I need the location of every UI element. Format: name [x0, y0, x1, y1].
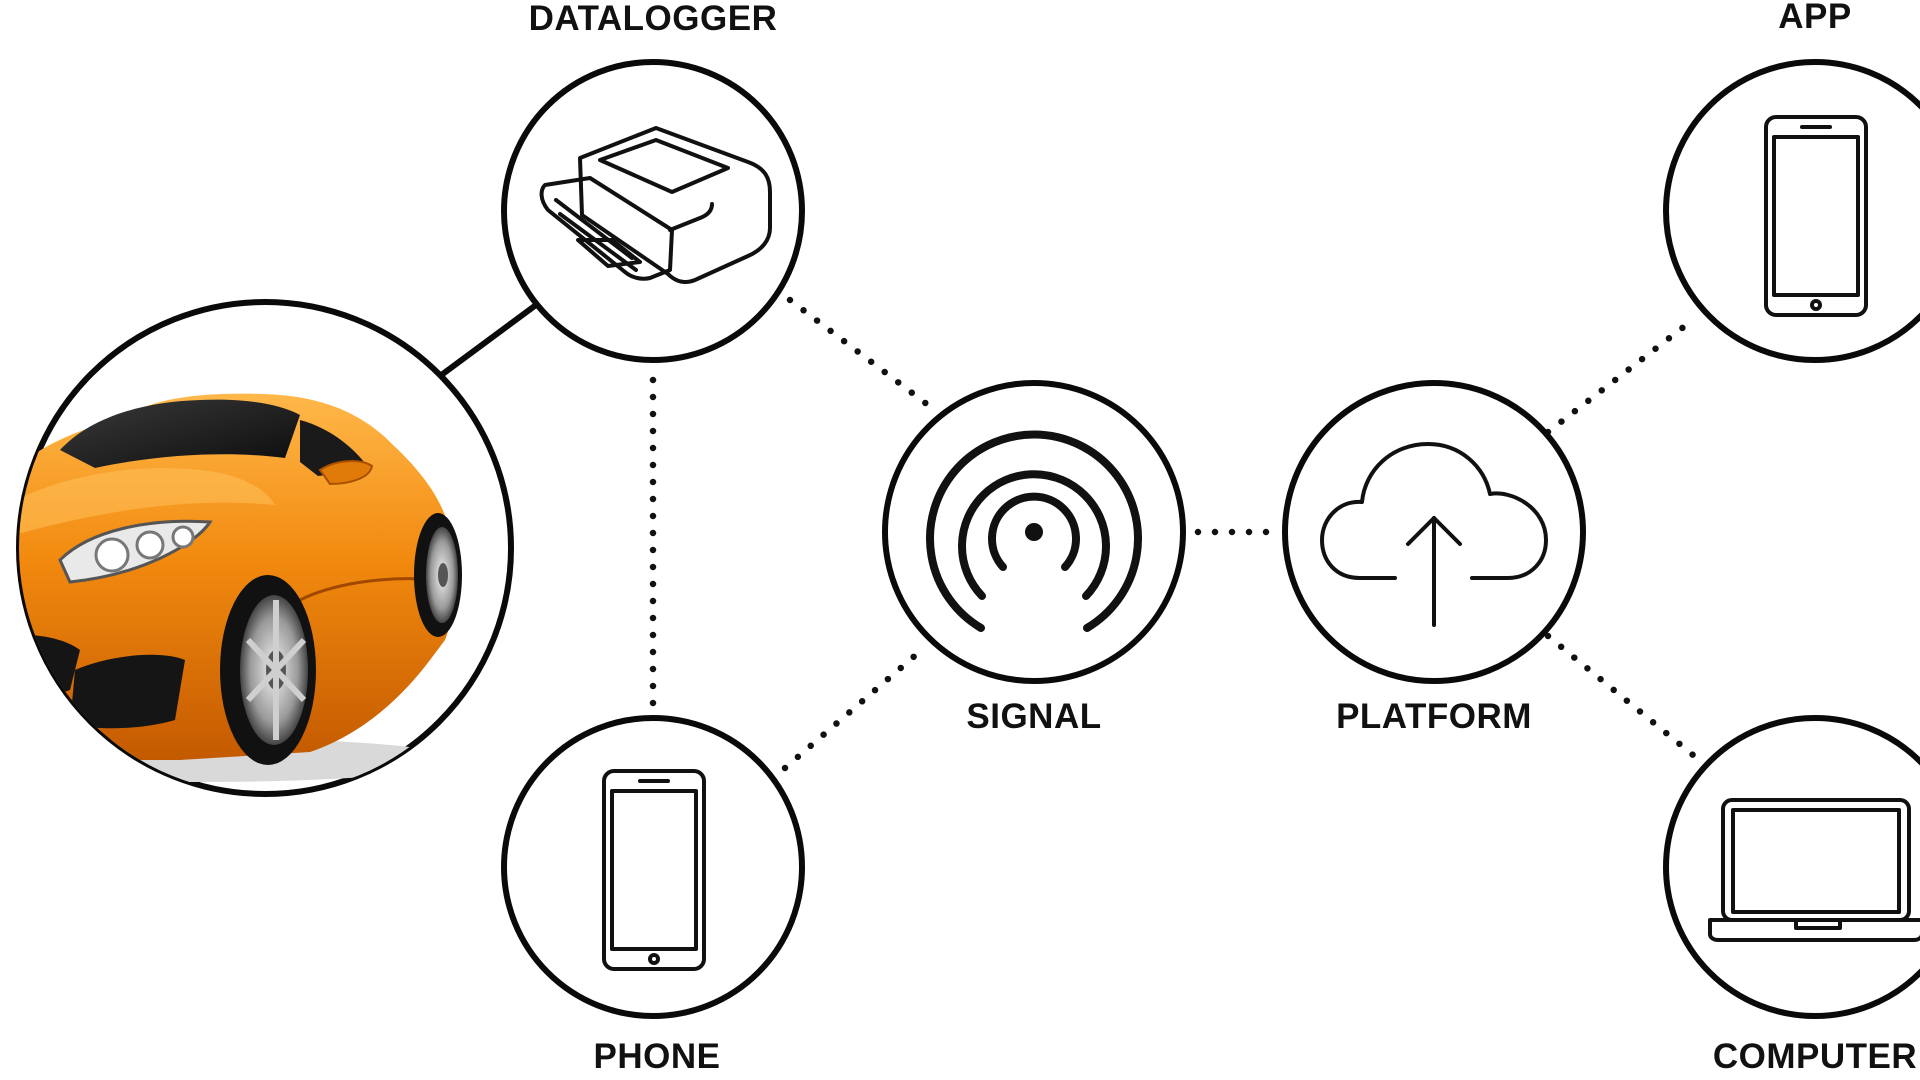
phone-label: PHONE [594, 1037, 721, 1076]
cloud-upload-icon [1320, 442, 1548, 627]
link-platform-app [1544, 318, 1694, 436]
connections [438, 296, 1697, 772]
platform-node [1282, 380, 1586, 684]
labels: DATALOGGER APP SIGNAL PLATFORM PHONE COM… [529, 0, 1917, 1076]
platform-label: PLATFORM [1336, 697, 1532, 736]
front-wheel [220, 575, 316, 765]
signal-node [882, 380, 1186, 684]
app-node [1663, 59, 1920, 363]
datalogger-node [501, 59, 805, 363]
wireless-signal-icon [926, 430, 1142, 632]
link-datalogger-signal [786, 296, 932, 409]
sports-car-image [19, 393, 462, 782]
link-phone-signal [781, 643, 929, 772]
link-platform-computer [1544, 632, 1697, 759]
laptop-icon [1708, 798, 1920, 942]
phone-node [501, 715, 805, 1019]
signal-label: SIGNAL [966, 697, 1101, 736]
computer-circle [1663, 715, 1920, 1019]
phone-circle [501, 715, 805, 1019]
rear-wheel [414, 513, 462, 637]
smartphone-icon [602, 769, 706, 971]
datalogger-label: DATALOGGER [529, 0, 778, 38]
smartphone-icon [1764, 115, 1868, 317]
computer-node [1663, 715, 1920, 1019]
app-label: APP [1778, 0, 1851, 36]
computer-label: COMPUTER [1713, 1037, 1917, 1076]
link-car-datalogger [438, 299, 542, 379]
obd-dongle-icon [539, 126, 772, 284]
car-node [16, 299, 514, 797]
datalogger-circle [501, 59, 805, 363]
